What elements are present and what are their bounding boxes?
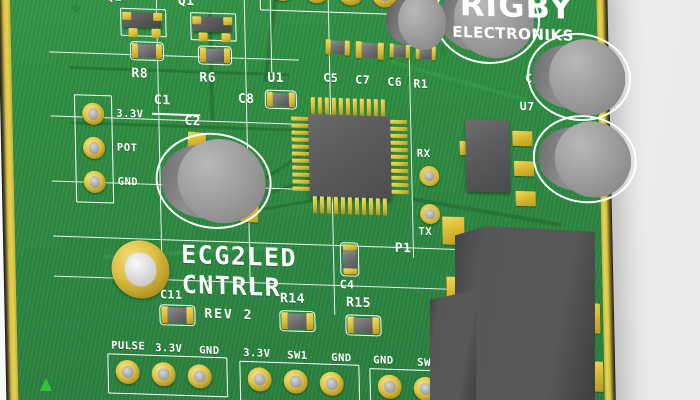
silkscreen-line: [49, 51, 300, 62]
left-header-pin-3v3[interactable]: [82, 102, 105, 126]
bottom-header1-label-gnd: GND: [199, 344, 220, 358]
designator-c7: C7: [355, 72, 371, 88]
designator-c1: C1: [153, 92, 171, 109]
component-u7[interactable]: [465, 119, 511, 193]
designator-r8: R8: [131, 66, 149, 82]
designator-u7: U7: [519, 99, 535, 114]
transistor-q1[interactable]: [190, 12, 235, 43]
bottom-header1-pin-3v3[interactable]: [151, 361, 176, 387]
orientation-arrow-icon: [40, 378, 52, 391]
designator-r15: R15: [345, 295, 372, 312]
u7-pad: [513, 160, 535, 177]
left-header-pin-gnd[interactable]: [83, 170, 106, 194]
fiducial-mark: ✥: [77, 331, 89, 346]
designator-c2: C2: [184, 113, 202, 130]
test-pad-rx[interactable]: [419, 165, 440, 187]
board-revision: REV 2: [204, 306, 254, 324]
designator-c5: C5: [323, 70, 339, 85]
capacitor-c11[interactable]: [159, 303, 196, 327]
designator-p1: P1: [394, 240, 412, 257]
electrolytic-capacitor-c2[interactable]: [154, 130, 273, 231]
resistor-r14[interactable]: [279, 309, 316, 333]
bottom-header1-label-pulse: PULSE: [111, 339, 146, 353]
left-header-label-3v3: 3.3V: [116, 107, 144, 121]
microcontroller-u1[interactable]: [291, 97, 409, 216]
board-title-line2: CNTRLR: [181, 269, 282, 303]
bottom-header3-label-gnd: GND: [373, 354, 394, 367]
capacitor-c7[interactable]: [355, 41, 384, 60]
electrolytic-capacitor-small[interactable]: [385, 0, 447, 51]
capacitor-c8[interactable]: [264, 89, 298, 110]
copper-trace: [390, 59, 528, 103]
connector-block-small[interactable]: [430, 290, 476, 400]
designator-c11: C11: [159, 287, 183, 302]
test-pad-tx[interactable]: [419, 203, 441, 225]
u7-pad: [512, 130, 533, 147]
designator-q2: Q2: [106, 0, 123, 5]
designator-c6: C6: [387, 74, 403, 90]
left-header-label-gnd: GND: [117, 175, 139, 189]
bottom-header2-label-3v3: 3.3V: [243, 346, 271, 360]
left-header-label-pot: POT: [116, 141, 138, 155]
fiducial-mark: ✥: [70, 1, 82, 16]
copper-trace: [69, 66, 290, 77]
designator-c8: C8: [237, 91, 255, 108]
designator-c4: C4: [339, 277, 355, 292]
designator-r14: R14: [279, 291, 306, 307]
resistor-r6[interactable]: [197, 45, 233, 66]
bottom-header2-label-gnd: GND: [331, 351, 352, 365]
designator-q1: Q1: [177, 0, 195, 10]
label-rx: RX: [416, 147, 431, 161]
label-tx: TX: [418, 225, 433, 239]
bottom-header2-label-sw1: SW1: [287, 349, 308, 363]
resistor-r15[interactable]: [345, 314, 382, 337]
fiducial-mark: ✥: [395, 351, 406, 367]
u7-pad: [515, 190, 536, 207]
bottom-header2-pin-gnd[interactable]: [319, 371, 344, 397]
designator-r1: R1: [413, 76, 429, 91]
designator-r6: R6: [199, 70, 217, 86]
connector-block-large[interactable]: [455, 226, 595, 400]
bottom-header2-pin-3v3[interactable]: [247, 367, 272, 392]
bottom-header2-pin-sw1[interactable]: [283, 369, 308, 395]
bottom-header1-pin-pulse[interactable]: [115, 359, 140, 385]
capacitor-c5[interactable]: [325, 39, 350, 56]
electrolytic-capacitor-large-3[interactable]: [531, 113, 638, 205]
capacitor-c4[interactable]: [339, 242, 360, 277]
bottom-header1-label-3v3: 3.3V: [155, 341, 183, 355]
bottom-header3-pin-gnd[interactable]: [377, 374, 403, 400]
bottom-header1-pin-gnd[interactable]: [187, 364, 212, 389]
designator-u1: U1: [267, 70, 285, 87]
transistor-q2[interactable]: [120, 8, 165, 39]
resistor-r8[interactable]: [129, 40, 165, 62]
electrolytic-capacitor-large-2[interactable]: [526, 31, 632, 123]
fiducial-mark: ✥: [433, 258, 444, 273]
left-header-pin-pot[interactable]: [82, 136, 106, 160]
board-title-line1: ECG2LED: [180, 239, 298, 273]
